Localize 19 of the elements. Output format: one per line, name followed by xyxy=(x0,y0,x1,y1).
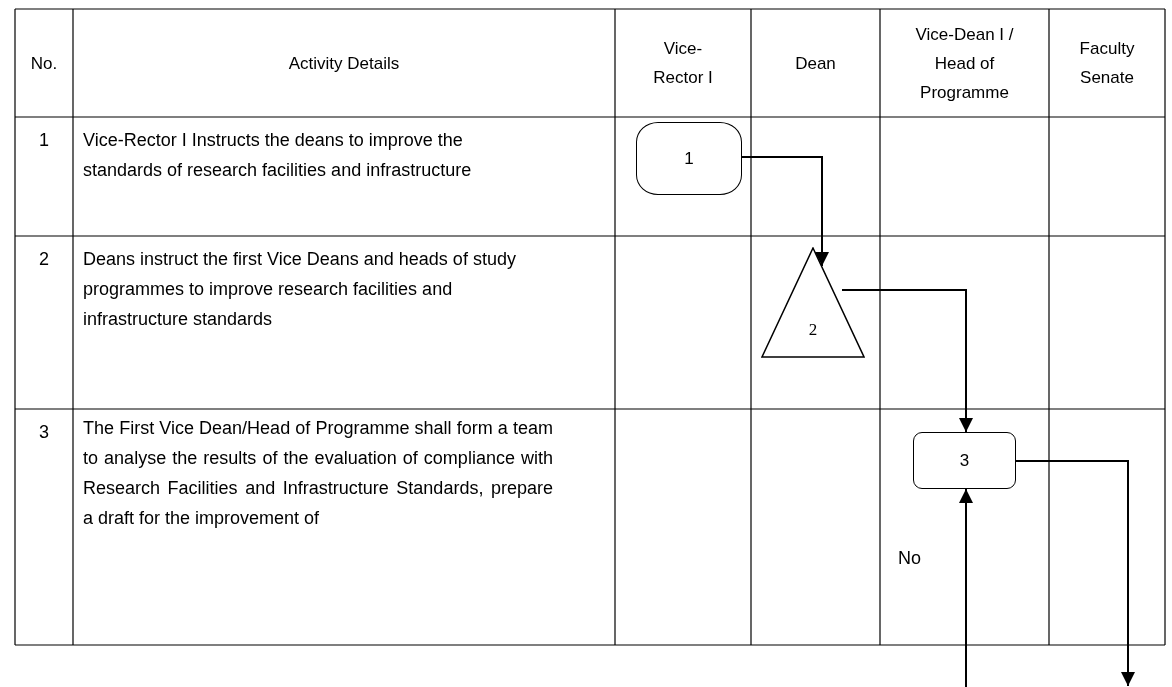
activity-text: Deans instruct the first Vice Deans and heads of study programmes to improve research facilities and infrastructure standards xyxy=(83,248,517,331)
arrow xyxy=(841,289,973,433)
terminator-box: 1 xyxy=(636,122,742,195)
column-header: Faculty Senate xyxy=(1078,38,1136,89)
process-box: 3 xyxy=(913,432,1016,489)
row-number: 1 xyxy=(39,130,49,150)
row-number: 3 xyxy=(39,422,49,442)
arrow xyxy=(741,156,829,267)
column-header: Vice-Dean I / Head of Programme xyxy=(914,23,1015,104)
activity-text: The First Vice Dean/Head of Programme shall form a team to analyse the results of the evaluation of compliance with Research Facilities and Infrastructure Standards, prepare a draft for the improvement of xyxy=(83,417,553,530)
row-number: 2 xyxy=(39,249,49,269)
activity-text: Vice-Rector I Instructs the deans to improve the standards of research facilities and infrastructure xyxy=(83,129,473,182)
column-header: Dean xyxy=(795,52,836,75)
column-header: Vice-Rector I xyxy=(652,38,714,89)
arrow xyxy=(1015,460,1135,687)
column-header: Activity Details xyxy=(288,52,400,75)
arrow xyxy=(959,488,973,687)
column-header: No. xyxy=(30,52,58,75)
triangle-symbol: 2 xyxy=(761,247,865,358)
